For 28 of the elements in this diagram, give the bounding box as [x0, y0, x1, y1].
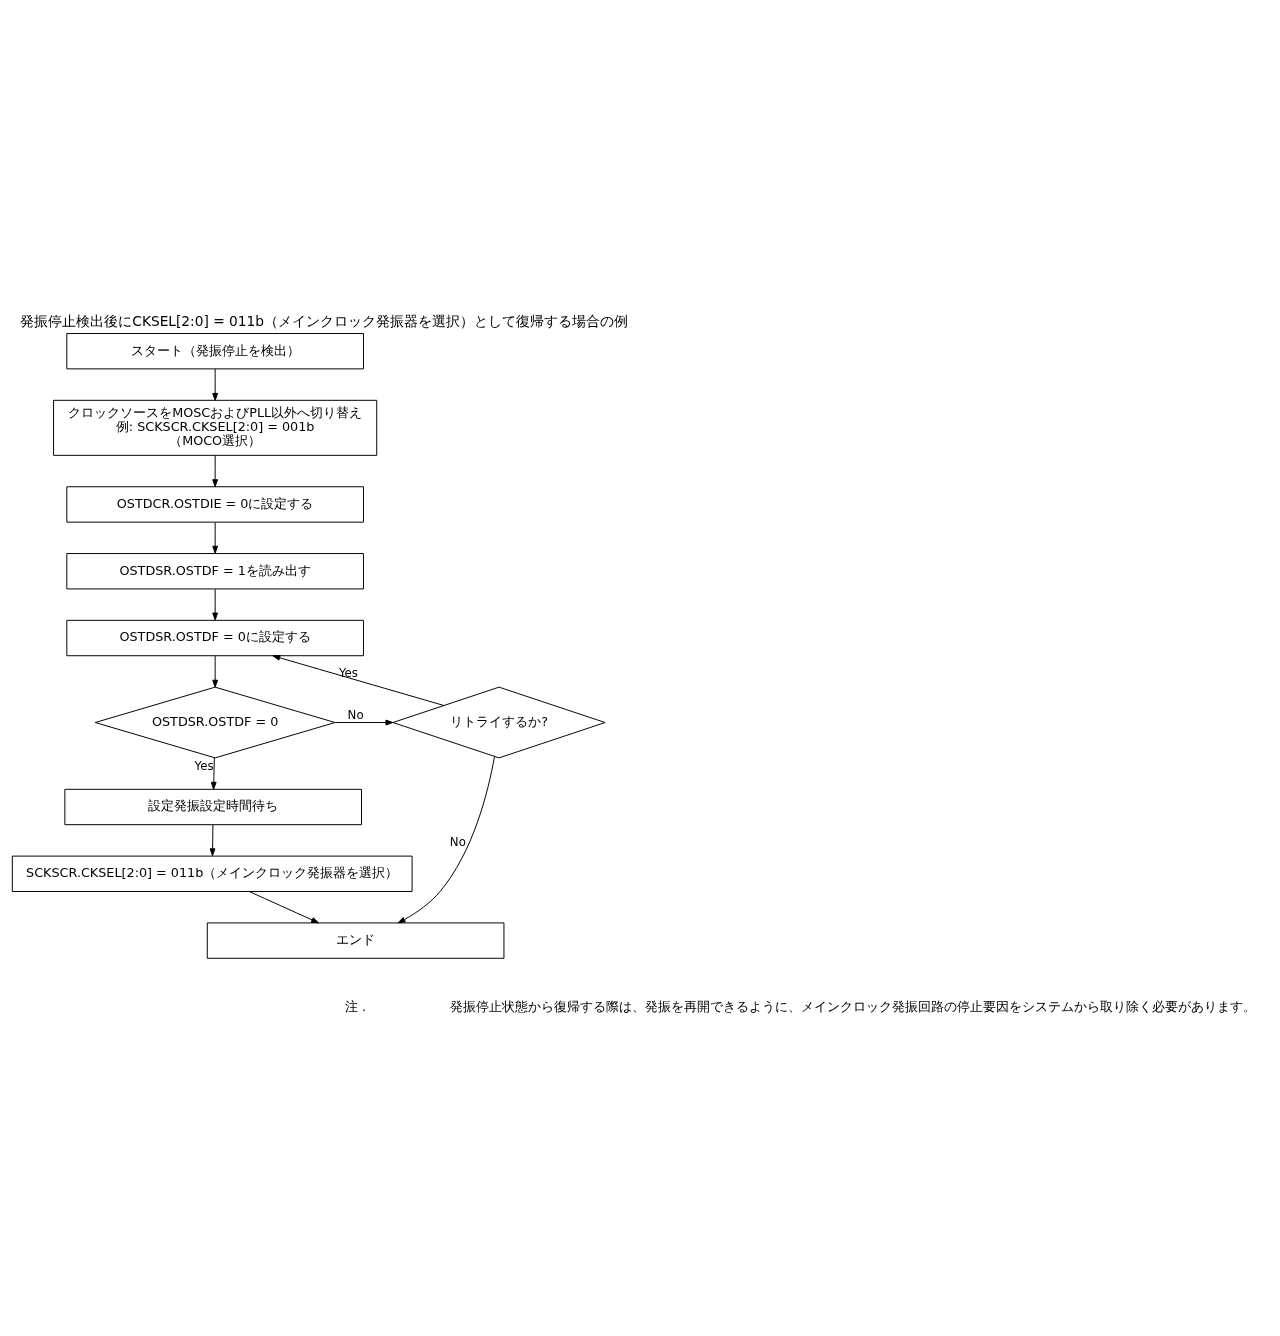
node-box: 設定発振設定時間待ち	[64, 788, 362, 826]
arrow	[212, 655, 219, 688]
node-box: OSTDSR.OSTDF = 0に設定する	[66, 619, 364, 657]
node-box: エンド	[206, 922, 505, 959]
arrow	[397, 756, 495, 924]
arrow	[249, 891, 319, 924]
node-box: スタート（発振停止を検出）	[66, 333, 364, 370]
arrow	[212, 368, 219, 401]
arrow	[210, 757, 217, 790]
label: 発振停止状態から復帰する際は、発振を再開できるように、メインクロック発振回路の停止要因をシステムから取り除く必要があります。	[449, 998, 1256, 1014]
arrow	[334, 719, 394, 726]
arrow	[212, 521, 219, 554]
node-diamond: OSTDSR.OSTDF = 0	[94, 686, 336, 759]
node-box: クロックソースをMOSCおよびPLL以外へ切り替え 例: SCKSCR.CKSEL[2:0] = 001b （MOCO選択）	[53, 399, 378, 456]
edge-label: No	[347, 708, 364, 723]
node-box: OSTDSR.OSTDF = 1を読み出す	[66, 553, 364, 590]
arrow	[209, 824, 216, 857]
edge-label: Yes	[194, 759, 214, 774]
node-box: OSTDCR.OSTDIE = 0に設定する	[66, 486, 364, 523]
edge-label: No	[449, 835, 466, 850]
arrow	[272, 654, 445, 706]
label: 注 .	[345, 998, 367, 1014]
arrow	[212, 588, 219, 621]
node-box: SCKSCR.CKSEL[2:0] = 011b（メインクロック発振器を選択）	[11, 855, 413, 892]
arrow	[212, 454, 219, 488]
diagram-title: 発振停止検出後にCKSEL[2:0] = 011b（メインクロック発振器を選択）として復帰する場合の例	[20, 312, 629, 329]
edge-label: Yes	[338, 666, 358, 681]
node-diamond: リトライするか?	[392, 686, 606, 759]
